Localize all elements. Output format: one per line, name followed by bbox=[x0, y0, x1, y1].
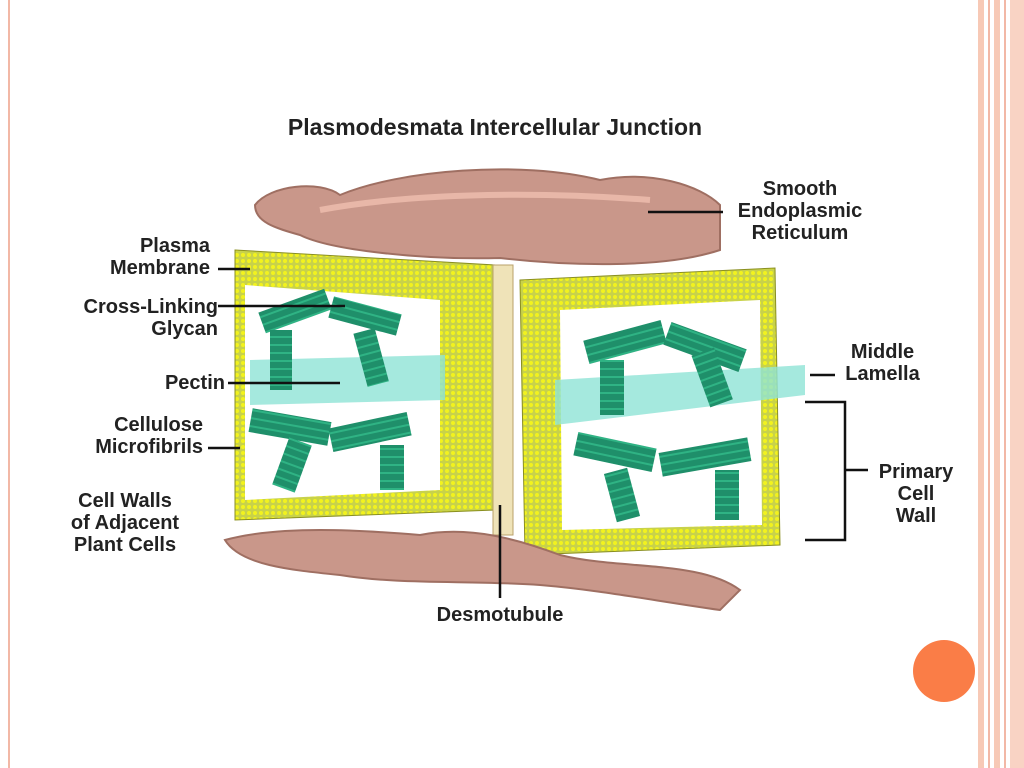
label-pectin: Pectin bbox=[100, 372, 225, 394]
desmotubule bbox=[493, 265, 513, 535]
smooth-er-top bbox=[255, 169, 720, 264]
bracket-primary-wall bbox=[805, 402, 845, 540]
label-desmotubule: Desmotubule bbox=[410, 604, 590, 626]
